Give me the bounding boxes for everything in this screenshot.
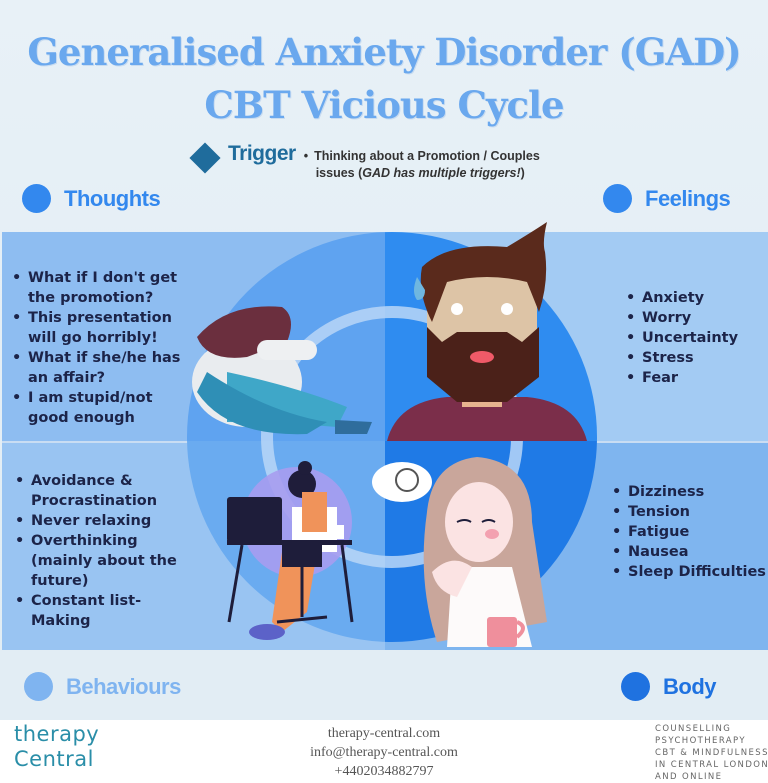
circle-icon: [24, 672, 53, 701]
list-item: What if she/he has an affair?: [12, 348, 192, 388]
list-item: Uncertainty: [626, 328, 768, 348]
contact-info: therapy-central.com info@therapy-central…: [0, 724, 768, 781]
tagline-line: AND ONLINE: [655, 772, 723, 782]
logo-line-1: therapy: [14, 722, 100, 746]
website-link[interactable]: therapy-central.com: [327, 726, 441, 741]
tired-woman-with-mug-illustration: [423, 457, 547, 647]
logo-line-2: Central: [14, 747, 94, 771]
category-behaviours: Behaviours: [24, 672, 181, 701]
list-item: Anxiety: [626, 288, 768, 308]
body-list: Dizziness Tension Fatigue Nausea Sleep D…: [612, 482, 768, 582]
category-feelings: Feelings: [603, 184, 731, 213]
list-item: Dizziness: [612, 482, 768, 502]
feelings-label: Feelings: [645, 185, 731, 211]
feelings-list: Anxiety Worry Uncertainty Stress Fear: [626, 288, 768, 388]
list-item: Overthinking (mainly about the future): [15, 531, 200, 591]
tagline-line: COUNSELLING: [655, 724, 732, 734]
infographic: Generalised Anxiety Disorder (GAD) CBT V…: [0, 0, 768, 720]
list-item: Never relaxing: [15, 511, 200, 531]
list-item: Avoidance & Procrastination: [15, 471, 200, 511]
services-tagline: COUNSELLING PSYCHOTHERAPY CBT & MINDFULN…: [655, 723, 768, 783]
list-item: Constant list-Making: [15, 591, 200, 631]
trigger-text-line-1: Thinking about a Promotion / Couples: [314, 149, 540, 163]
trigger-text-emphasis: GAD has multiple triggers!: [362, 166, 521, 180]
trigger-description: •Thinking about a Promotion / Couples is…: [303, 149, 540, 180]
circle-icon: [603, 184, 632, 213]
tagline-line: IN CENTRAL LONDON: [655, 760, 768, 770]
category-thoughts: Thoughts: [22, 184, 161, 213]
tagline-line: PSYCHOTHERAPY: [655, 736, 746, 746]
tagline-line: CBT & MINDFULNESS: [655, 748, 768, 758]
list-item: What if I don't get the promotion?: [12, 268, 192, 308]
list-item: I am stupid/not good enough: [12, 388, 192, 428]
list-item: Worry: [626, 308, 768, 328]
woman-hugging-knees-illustration: [192, 306, 372, 435]
thoughts-label: Thoughts: [64, 185, 161, 211]
thoughts-list: What if I don't get the promotion? This …: [12, 268, 192, 428]
trigger-text-suffix: ): [520, 166, 525, 180]
circle-icon: [22, 184, 51, 213]
footer: therapy Central therapy-central.com info…: [0, 720, 768, 782]
diamond-icon: [189, 142, 221, 174]
cycle-grid: What if I don't get the promotion? This …: [2, 222, 768, 650]
title-line-2: CBT Vicious Cycle: [204, 83, 564, 127]
trigger-label: Trigger: [228, 142, 296, 165]
list-item: Tension: [612, 502, 768, 522]
list-item: Sleep Difficulties: [612, 562, 768, 582]
list-item: Fatigue: [612, 522, 768, 542]
email-link[interactable]: info@therapy-central.com: [310, 745, 458, 760]
anxious-bearded-man-illustration: [387, 222, 587, 441]
stressed-woman-at-desk-illustration: [227, 461, 432, 640]
list-item: Stress: [626, 348, 768, 368]
cycle-illustration: [187, 222, 597, 647]
body-label: Body: [663, 673, 717, 699]
trigger-text-prefix: issues (: [315, 166, 363, 180]
trigger-section: Trigger •Thinking about a Promotion / Co…: [189, 142, 540, 182]
therapy-central-logo: therapy Central: [14, 722, 99, 772]
list-item: Nausea: [612, 542, 768, 562]
category-body: Body: [621, 672, 717, 701]
circle-icon: [621, 672, 650, 701]
list-item: Fear: [626, 368, 768, 388]
title-line-1: Generalised Anxiety Disorder (GAD): [27, 30, 741, 74]
phone-number[interactable]: +4402034882797: [334, 764, 434, 779]
behaviours-label: Behaviours: [66, 673, 181, 699]
list-item: This presentation will go horribly!: [12, 308, 192, 348]
behaviours-list: Avoidance & Procrastination Never relaxi…: [15, 471, 200, 631]
